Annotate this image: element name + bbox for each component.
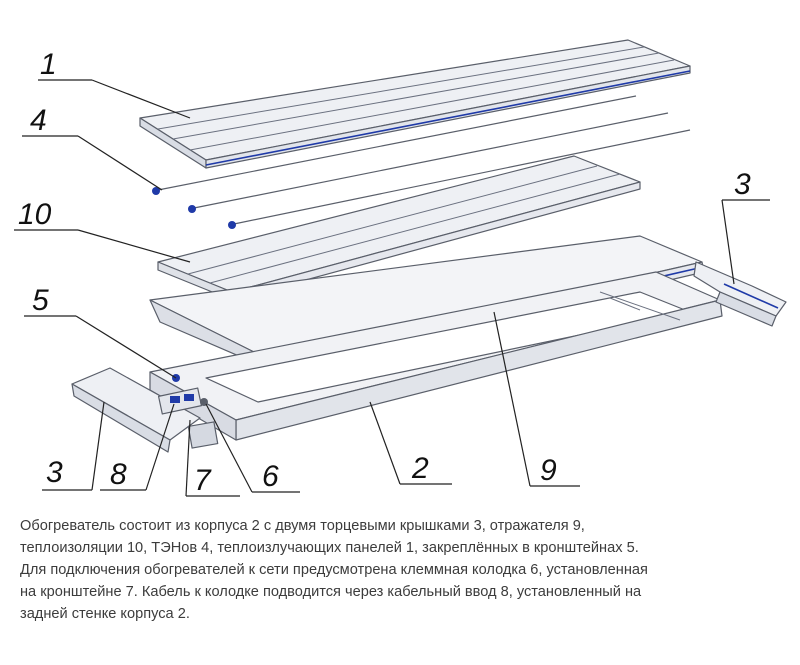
- callout-7: 7: [194, 464, 212, 497]
- caption-line: теплоизоляции 10, ТЭНов 4, теплоизлучающ…: [20, 540, 639, 556]
- caption: Обогреватель состоит из корпуса 2 с двум…: [20, 515, 788, 625]
- caption-line: задней стенке корпуса 2.: [20, 606, 190, 622]
- callout-6: 6: [262, 460, 279, 493]
- caption-line: Для подключения обогревателей к сети пре…: [20, 562, 648, 578]
- caption-line: на кронштейне 7. Кабель к колодке подвод…: [20, 584, 642, 600]
- radiant-panels: [139, 39, 691, 169]
- callout-3-right: 3: [734, 168, 751, 201]
- heating-elements: [152, 95, 691, 229]
- callout-1: 1: [40, 48, 57, 81]
- callouts: 1 4 10 5 3 3 8: [14, 48, 770, 497]
- callout-2: 2: [411, 452, 429, 485]
- callout-4: 4: [30, 104, 47, 137]
- callout-5: 5: [32, 284, 49, 317]
- callout-8: 8: [110, 458, 127, 491]
- bracket-and-terminal: [157, 374, 219, 449]
- callout-10: 10: [18, 198, 52, 231]
- caption-line: Обогреватель состоит из корпуса 2 с двум…: [20, 518, 585, 534]
- heater-exploded-diagram: 1 4 10 5 3 3 8: [14, 39, 787, 497]
- callout-9: 9: [540, 454, 557, 487]
- end-cap-right: [693, 261, 787, 327]
- callout-3-left: 3: [46, 456, 63, 489]
